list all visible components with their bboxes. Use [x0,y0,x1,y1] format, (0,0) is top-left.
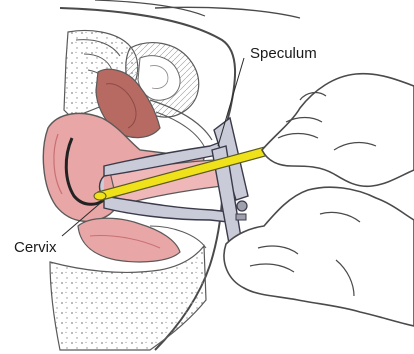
gloved-hand-upper [262,74,414,187]
lower-organ [78,218,206,262]
gloved-hand-lower [224,187,414,326]
cervix-label: Cervix [14,239,57,256]
speculum-label: Speculum [250,45,317,62]
